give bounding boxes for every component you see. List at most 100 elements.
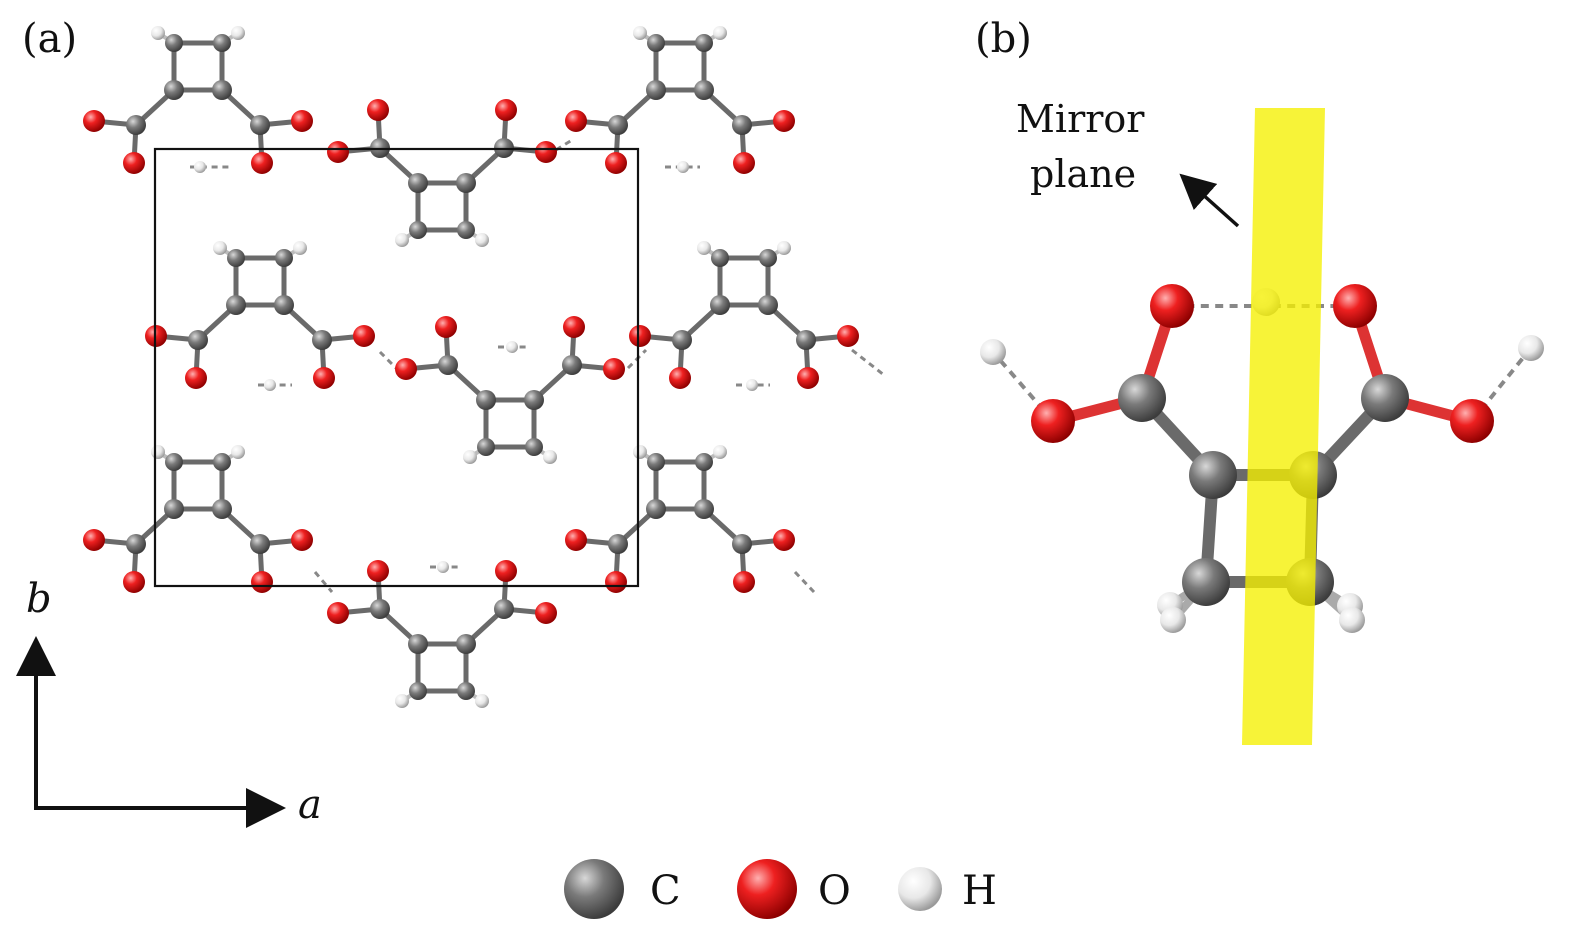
oxygen-atom (837, 325, 859, 347)
hydrogen-atom (194, 161, 206, 173)
hydrogen-atom (713, 445, 727, 459)
hydrogen-atom (213, 241, 227, 255)
hydrogen-atom (293, 241, 307, 255)
carbon-atom (274, 295, 294, 315)
oxygen-atom (327, 602, 349, 624)
oxygen-atom (733, 571, 755, 593)
hydrogen-atom (1160, 607, 1186, 633)
a-axis-label: a (298, 782, 322, 828)
oxygen-atom (123, 571, 145, 593)
carbon-atom (732, 115, 752, 135)
hydrogen-atom (475, 233, 489, 247)
carbon-atom (275, 249, 293, 267)
hydrogen-atom (713, 26, 727, 40)
carbon-atom (312, 330, 332, 350)
carbon-atom (1118, 374, 1166, 422)
hydrogen-atom (264, 379, 276, 391)
carbon-atom (694, 80, 714, 100)
unit-cell (153, 147, 640, 588)
hydrogen-atom (463, 450, 477, 464)
hydrogen-atom (980, 339, 1006, 365)
oxygen-atom (83, 529, 105, 551)
oxygen-atom (565, 529, 587, 551)
carbon-atom (694, 499, 714, 519)
carbon-atom (409, 682, 427, 700)
carbon-atom (164, 80, 184, 100)
oxygen-atom (291, 529, 313, 551)
carbon-atom (213, 453, 231, 471)
oxygen-atom (1333, 284, 1377, 328)
carbon-atom (457, 221, 475, 239)
oxygen-atom (773, 110, 795, 132)
carbon-atom (695, 34, 713, 52)
hydrogen-atom (151, 26, 165, 40)
panel-a: (a) b a (15, 16, 885, 828)
legend-oxygen-sphere (737, 859, 797, 919)
hydrogen-atom (633, 26, 647, 40)
b-axis-label: b (26, 576, 52, 622)
hydrogen-atom (395, 233, 409, 247)
legend-oxygen-label: O (818, 868, 851, 914)
carbon-atom (796, 330, 816, 350)
hydrogen-atom (231, 26, 245, 40)
carbon-atom (672, 330, 692, 350)
legend-carbon-sphere (564, 859, 624, 919)
carbon-atom (1182, 558, 1230, 606)
oxygen-atom (313, 367, 335, 389)
oxygen-atom (251, 571, 273, 593)
carbon-atom (408, 634, 428, 654)
carbon-atom (710, 295, 730, 315)
carbon-atom (476, 390, 496, 410)
hydrogen-atom (475, 694, 489, 708)
oxygen-atom (367, 560, 389, 582)
mirror-plane-arrow (1179, 173, 1240, 228)
carbon-atom (477, 438, 495, 456)
carbon-atom (494, 599, 514, 619)
panel-b: (b) Mirror plane (975, 16, 1544, 745)
carbon-atom (524, 390, 544, 410)
oxygen-atom (773, 529, 795, 551)
hydrogen-atom (395, 694, 409, 708)
carbon-atom (457, 682, 475, 700)
oxygen-atom (353, 325, 375, 347)
oxygen-atom (1150, 284, 1194, 328)
carbon-atom (227, 249, 245, 267)
carbon-atom (525, 438, 543, 456)
mirror-plane-label-line1: Mirror (1016, 97, 1145, 141)
hydrogen-atom (437, 561, 449, 573)
hydrogen-atom (697, 241, 711, 255)
hydrogen-atom (506, 341, 518, 353)
hydrogen-atom (633, 445, 647, 459)
hydrogen-atom (231, 445, 245, 459)
oxygen-atom (495, 560, 517, 582)
carbon-atom (1189, 451, 1237, 499)
oxygen-atom (733, 152, 755, 174)
oxygen-atom (565, 110, 587, 132)
oxygen-atom (603, 358, 625, 380)
oxygen-atom (797, 367, 819, 389)
atom-legend: C O H (564, 859, 997, 919)
legend-carbon-label: C (650, 868, 681, 914)
carbon-atom (646, 499, 666, 519)
legend-hydrogen-label: H (962, 868, 997, 914)
carbon-atom (711, 249, 729, 267)
carbon-atom (250, 534, 270, 554)
oxygen-atom (327, 141, 349, 163)
carbon-atom (608, 534, 628, 554)
carbon-atom (212, 499, 232, 519)
hydrogen-atom (777, 241, 791, 255)
carbon-atom (212, 80, 232, 100)
hydrogen-bond (851, 348, 885, 377)
hydrogen-atom (151, 445, 165, 459)
carbon-atom (370, 599, 390, 619)
hydrogen-atom (677, 161, 689, 173)
carbon-atom (1361, 374, 1409, 422)
carbon-atom (188, 330, 208, 350)
oxygen-atom (251, 152, 273, 174)
mirror-plane (1242, 108, 1325, 745)
carbon-atom (608, 115, 628, 135)
oxygen-atom (535, 141, 557, 163)
carbon-atom (647, 453, 665, 471)
carbon-atom (165, 453, 183, 471)
